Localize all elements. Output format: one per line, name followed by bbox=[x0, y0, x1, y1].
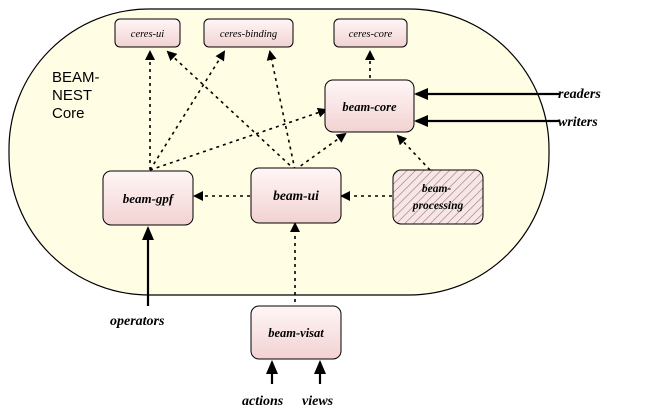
module-beam-ui: beam-ui bbox=[250, 167, 342, 224]
module-ceres-ui: ceres-ui bbox=[114, 18, 181, 48]
arrow-gpf-beam-core bbox=[149, 107, 328, 171]
container-label-line-1: BEAM- bbox=[52, 69, 100, 86]
container-label-line-3: Core bbox=[52, 105, 85, 122]
module-beam-processing-line-1: beam- bbox=[422, 183, 452, 195]
module-ceres-core: ceres-core bbox=[333, 18, 408, 48]
label-operators: operators bbox=[110, 314, 165, 329]
arrow-gpf-ceres-binding bbox=[149, 50, 226, 171]
module-beam-processing-label: beam- processing bbox=[412, 183, 464, 212]
label-actions: actions bbox=[242, 394, 284, 409]
container-label: BEAM- NEST Core bbox=[52, 69, 104, 122]
external-arrows bbox=[142, 88, 560, 384]
container-label-line-2: NEST bbox=[52, 87, 92, 104]
dependency-arrows bbox=[145, 50, 431, 302]
label-writers: writers bbox=[558, 115, 598, 130]
module-ceres-binding: ceres-binding bbox=[203, 18, 294, 48]
arrow-ui-ceres-binding bbox=[266, 50, 296, 171]
arrow-processing-beam-core bbox=[396, 134, 431, 171]
module-ceres-core-label: ceres-core bbox=[349, 29, 393, 40]
module-beam-core-label: beam-core bbox=[342, 100, 397, 114]
module-ceres-ui-label: ceres-ui bbox=[131, 29, 165, 40]
module-beam-processing: beam- processing bbox=[392, 169, 484, 225]
module-beam-visat: beam-visat bbox=[250, 305, 342, 360]
module-beam-processing-line-2: processing bbox=[412, 200, 464, 212]
arrow-ui-ceres-ui bbox=[166, 50, 296, 171]
module-ceres-binding-label: ceres-binding bbox=[220, 29, 277, 40]
module-beam-ui-label: beam-ui bbox=[273, 188, 319, 203]
module-beam-gpf: beam-gpf bbox=[102, 170, 194, 226]
label-readers: readers bbox=[558, 87, 601, 102]
label-views: views bbox=[302, 394, 334, 409]
module-beam-core: beam-core bbox=[324, 79, 415, 133]
arrow-ui-beam-core bbox=[294, 132, 347, 171]
module-beam-gpf-label: beam-gpf bbox=[123, 191, 175, 206]
module-beam-visat-label: beam-visat bbox=[268, 326, 324, 340]
beam-nest-core-container bbox=[8, 8, 550, 296]
